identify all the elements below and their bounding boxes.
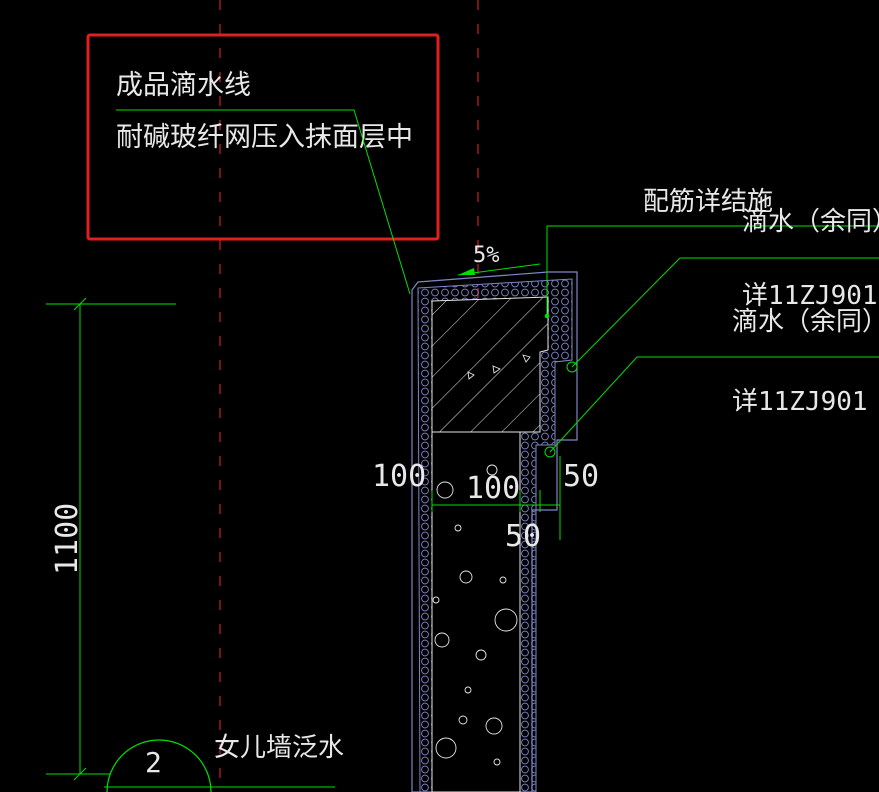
- coping-texture: [467, 354, 531, 380]
- dimension-100-left: 100: [372, 459, 426, 494]
- callout-line-2: 耐碱玻纤网压入抹面层中: [116, 122, 413, 153]
- masonry-texture: [432, 464, 518, 766]
- callout-leader: [116, 109, 411, 295]
- drip-top-label: 滴水（余同）: [742, 207, 879, 237]
- dimension-100-mid: 100: [466, 471, 520, 506]
- callout-line-1: 成品滴水线: [116, 70, 251, 101]
- dimension-50-right: 50: [563, 459, 599, 494]
- parapet-section: [411, 271, 578, 792]
- dimension-50-bottom: 50: [505, 519, 541, 554]
- drip-mid-label: 滴水（余同）: [732, 307, 879, 337]
- reinforcement-label: 配筋详结施: [643, 187, 773, 217]
- dimension-lines: [46, 297, 561, 781]
- drip-mid-ref: 详11ZJ901: [732, 387, 868, 417]
- masonry-wall: [431, 431, 521, 792]
- parapet-label: 女儿墙泛水: [214, 733, 344, 763]
- highlight-box: [86, 33, 440, 241]
- slope-indicator: 5%: [457, 243, 541, 276]
- slope-label: 5%: [473, 243, 500, 268]
- drip-top-ref: 详11ZJ901: [742, 281, 878, 311]
- drip-leaders: [544, 225, 879, 458]
- dimension-1100: 1100: [50, 503, 85, 575]
- section-mark: 2 女儿墙泛水: [104, 733, 344, 792]
- section-number: 2: [145, 746, 162, 779]
